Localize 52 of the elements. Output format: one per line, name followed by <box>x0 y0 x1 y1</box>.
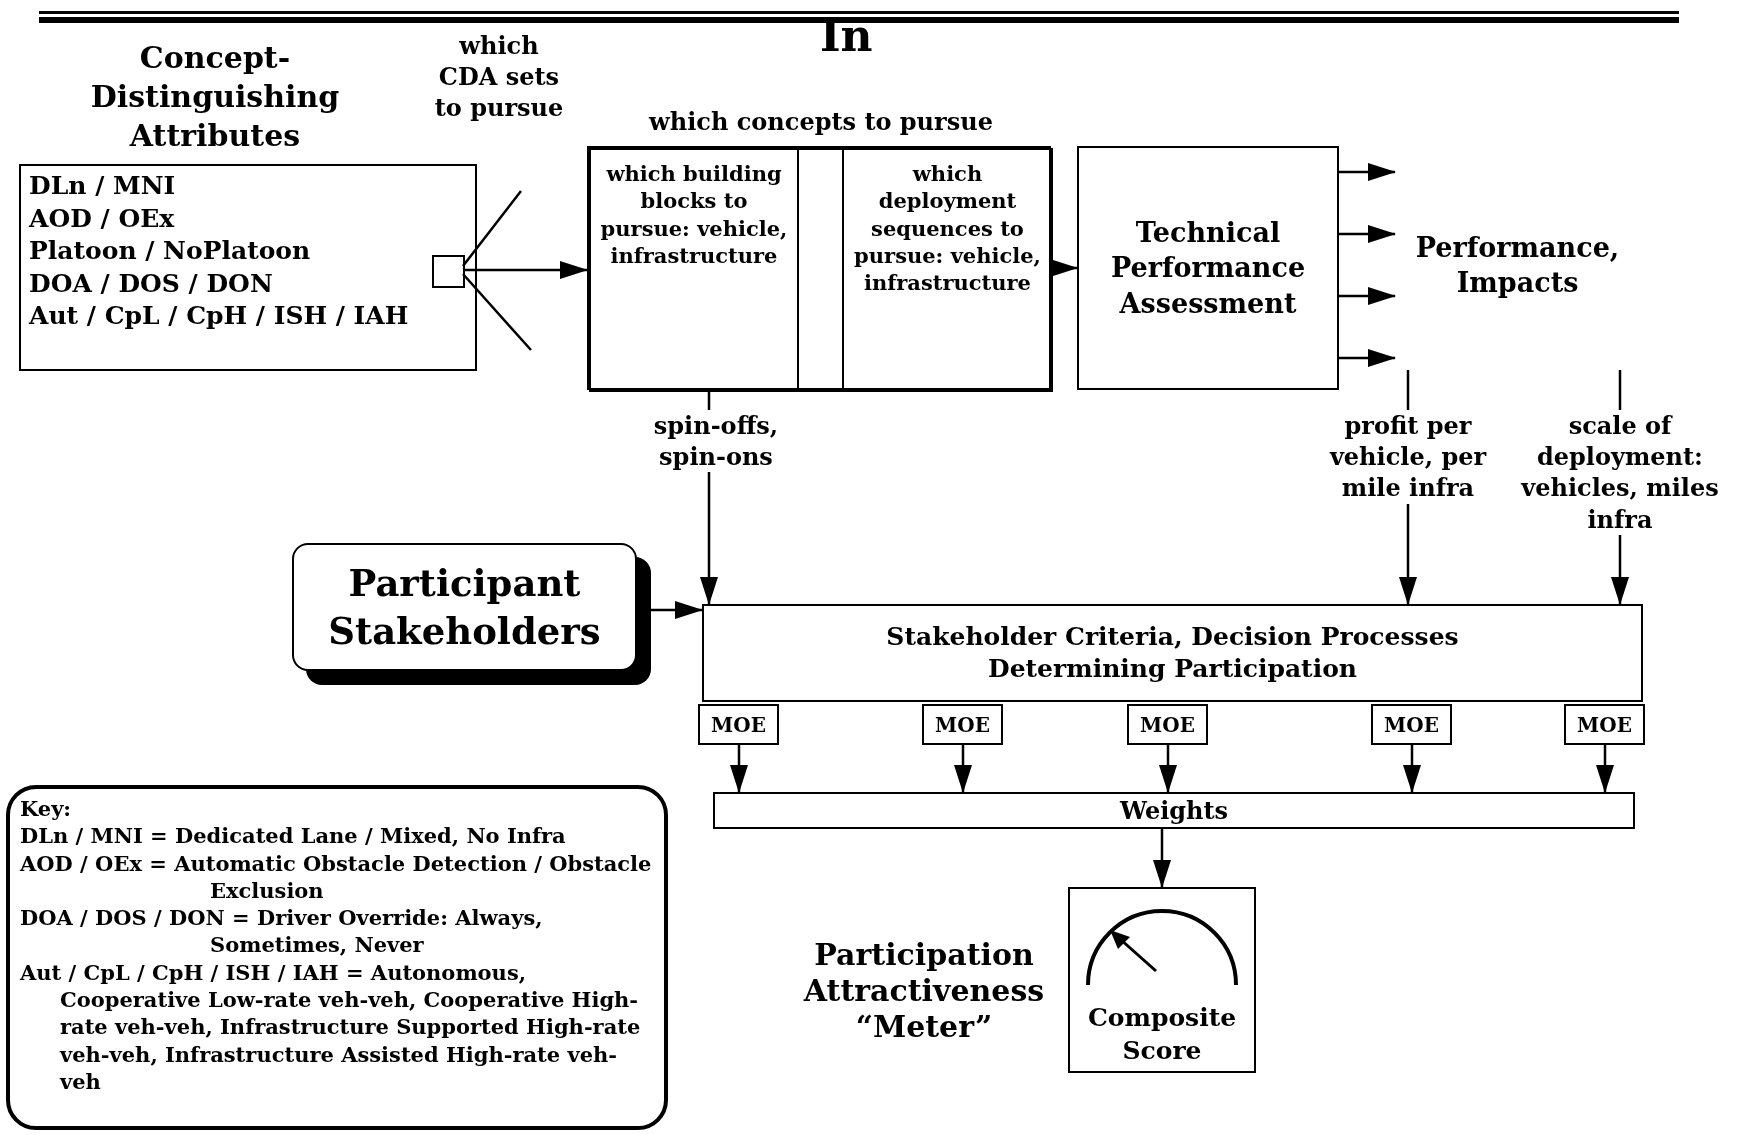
box-text: MOE <box>934 711 991 738</box>
key-box <box>6 785 668 1130</box>
box-text: Technical Performance Assessment <box>1109 216 1307 321</box>
moe-box <box>1127 704 1208 745</box>
arrow <box>1339 287 1396 305</box>
annotation-text: which CDA sets to pursue <box>433 30 565 124</box>
box-text: Stakeholder Criteria, Decision Processes Determining Participation <box>885 620 1460 685</box>
meter-caption: Participation Attractiveness “Meter” <box>802 937 1046 1045</box>
moe-box <box>1371 704 1452 745</box>
attribute-item: Platoon / NoPlatoon <box>29 235 312 267</box>
arrow <box>1339 349 1396 367</box>
criteria-box <box>702 604 1643 702</box>
key-entry: DOA / DOS / DON = Driver Override: Always, Sometimes, Never <box>20 904 544 959</box>
arrow <box>1153 829 1171 888</box>
attribute-item: Aut / CpL / CpH / ISH / IAH <box>29 300 410 332</box>
box-text: MOE <box>1139 711 1196 738</box>
arrow <box>730 745 748 793</box>
attribute-item: AOD / OEx <box>29 202 176 235</box>
moe-box <box>1564 704 1645 745</box>
box-text: which building blocks to pursue: vehicle, infrastructure <box>599 160 789 270</box>
arrow <box>1339 163 1396 181</box>
attribute-item: DOA / DOS / DON <box>29 267 274 300</box>
arrow <box>463 261 588 279</box>
arrow <box>954 745 972 793</box>
box-text: which deployment sequences to pursue: vehicle, infrastructure <box>853 160 1042 297</box>
key-entry: Aut / CpL / CpH / ISH / IAH = Autonomous, Cooperative Low-rate veh-veh, Cooperative High-rate veh-veh, Infrastructure Supported High-rate veh-veh, Infrastructure Assisted High-rate veh-veh <box>20 958 642 1096</box>
arrow <box>1050 259 1078 277</box>
box-text: MOE <box>710 711 767 738</box>
arrow <box>1159 745 1177 793</box>
key-entry: Key: <box>20 795 73 823</box>
edge-label: scale of deployment: vehicles, miles infra <box>1520 410 1720 535</box>
process-box <box>589 148 844 392</box>
arrow <box>1403 745 1421 793</box>
box-text: Participant Stakeholders <box>327 559 602 655</box>
box-text: MOE <box>1383 711 1440 738</box>
key-entry: AOD / OEx = Automatic Obstacle Detection / Obstacle Exclusion <box>20 849 653 905</box>
selector-square <box>432 255 465 288</box>
box-heading: Concept-Distinguishing Attributes <box>89 39 341 155</box>
process-box <box>797 148 1053 392</box>
arrow <box>1596 745 1614 793</box>
weights-bar <box>713 792 1635 829</box>
moe-box <box>922 704 1003 745</box>
key-entry: DLn / MNI = Dedicated Lane / Mixed, No Infra <box>20 822 567 850</box>
attribute-item: DLn / MNI <box>29 170 177 202</box>
box-text: MOE <box>1576 711 1633 738</box>
process-box <box>1077 146 1339 390</box>
moe-box <box>698 704 779 745</box>
arrow <box>1339 225 1396 243</box>
box-text: Performance, Impacts <box>1414 230 1621 300</box>
box-heading: which concepts to pursue <box>647 106 994 138</box>
box-text: Weights <box>1118 794 1230 827</box>
box-text: Composite Score <box>1086 1002 1238 1067</box>
